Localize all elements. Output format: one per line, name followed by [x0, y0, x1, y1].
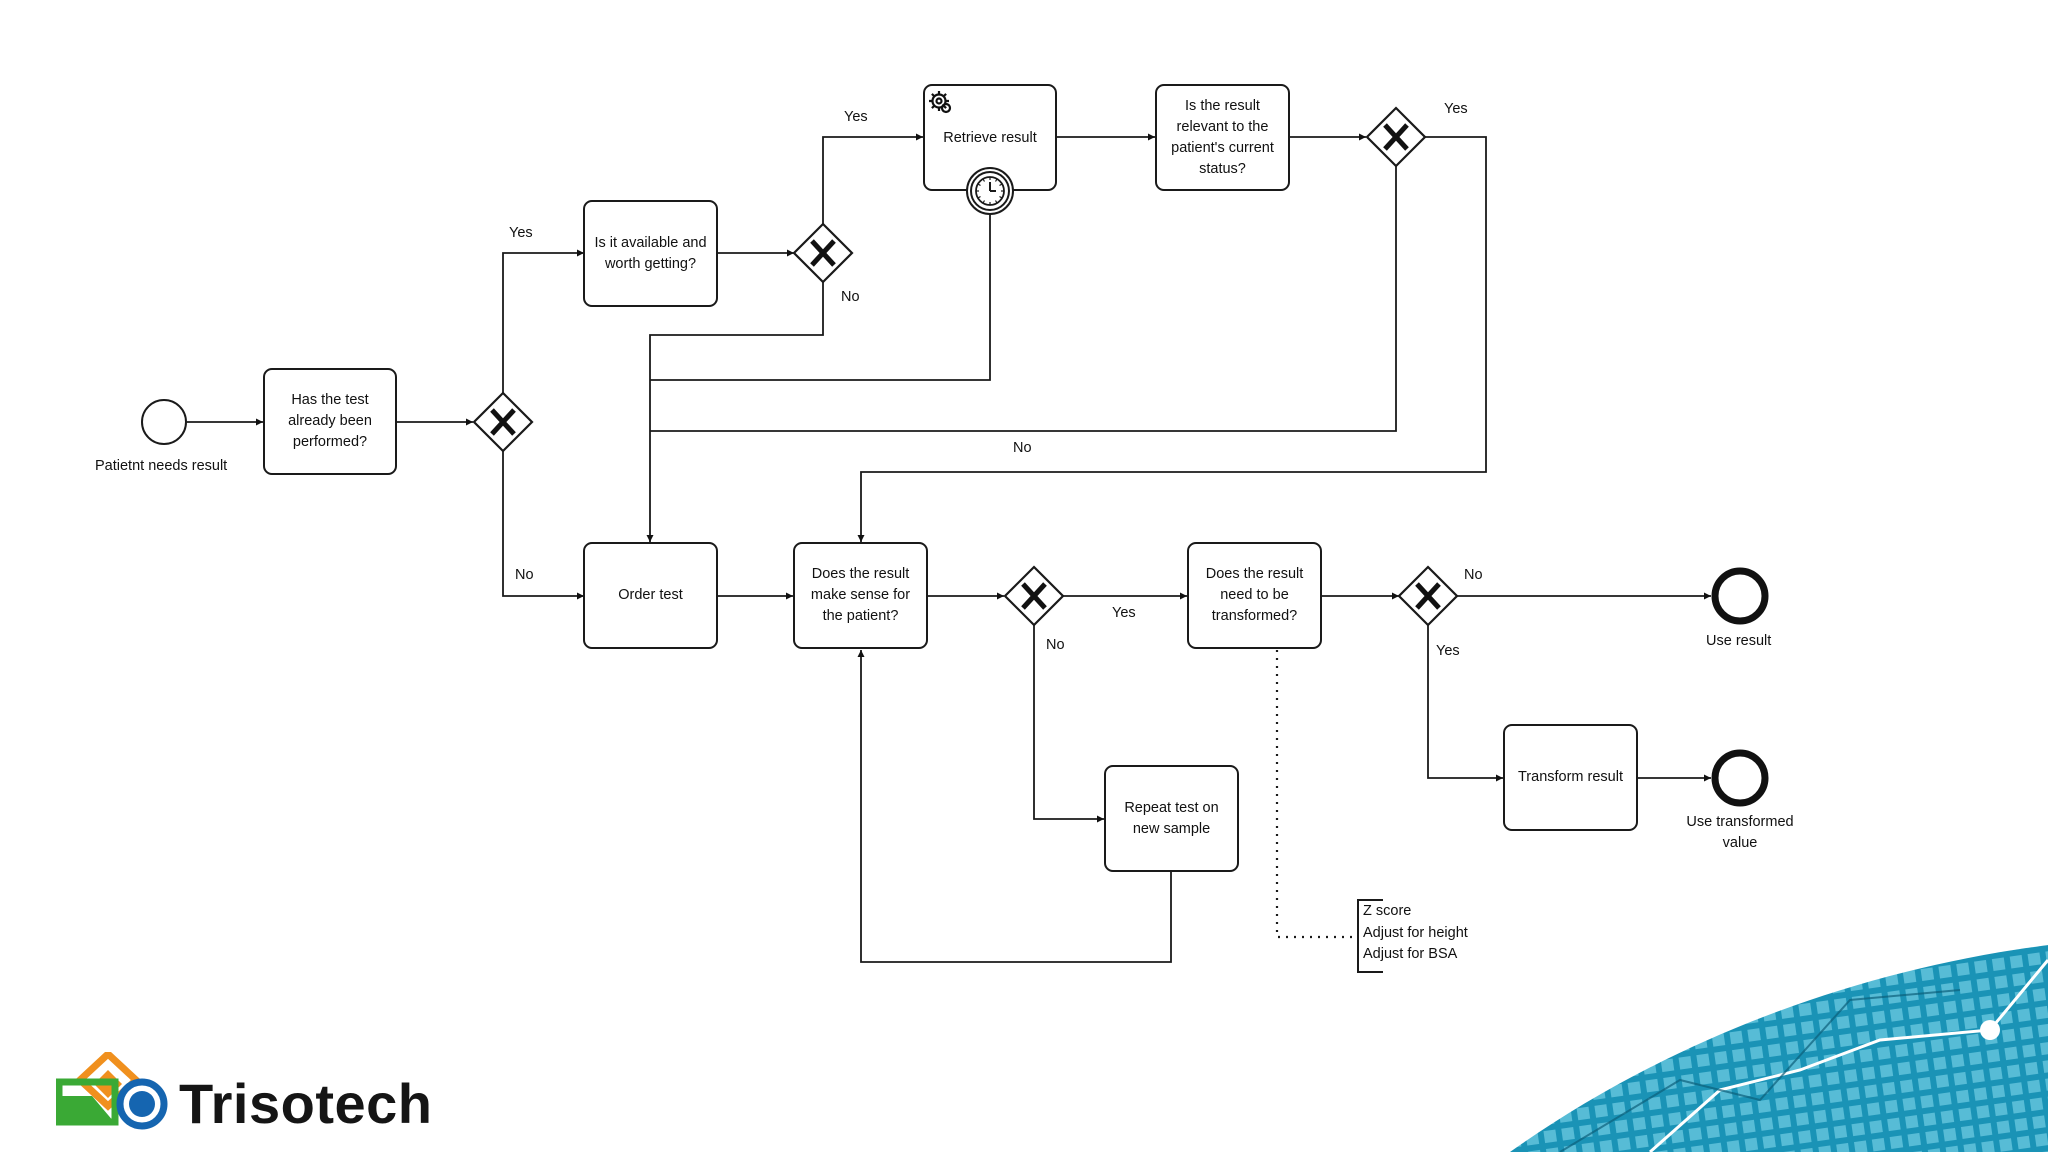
task-order[interactable]: Order test	[583, 542, 718, 649]
end-event-use-result[interactable]	[1711, 567, 1769, 625]
label-no-transform: No	[1464, 567, 1483, 583]
task-relevant[interactable]: Is the result relevant to the patient's …	[1155, 84, 1290, 191]
flow-gw2-yes	[822, 133, 923, 225]
annotation-association	[1275, 650, 1355, 939]
label-yes-relevant: Yes	[1444, 101, 1468, 117]
label-no-sense: No	[1046, 637, 1065, 653]
text-annotation: Z score Adjust for height Adjust for BSA	[1363, 901, 1468, 966]
flow-gw2-no	[646, 281, 824, 542]
label-no-relevant: No	[1013, 440, 1032, 456]
end-event-use-transformed[interactable]	[1711, 749, 1769, 807]
flow-repeat-loop	[857, 650, 1172, 963]
task-repeat[interactable]: Repeat test on new sample	[1104, 765, 1239, 872]
label-yes-retrieve: Yes	[844, 109, 868, 125]
task-has-test[interactable]: Has the test already been performed?	[263, 368, 397, 475]
task-available[interactable]: Is it available and worth getting?	[583, 200, 718, 307]
label-no-order: No	[515, 567, 534, 583]
timer-icon[interactable]	[965, 166, 1015, 216]
label-yes-sense: Yes	[1112, 605, 1136, 621]
gateway-has-test[interactable]	[472, 391, 534, 453]
annotation-line: Z score	[1363, 903, 1412, 919]
gateway-relevant[interactable]	[1365, 106, 1427, 168]
label-yes-transform: Yes	[1436, 643, 1460, 659]
task-sense[interactable]: Does the result make sense for the patie…	[793, 542, 928, 649]
label-yes-available: Yes	[509, 225, 533, 241]
flow-gw5-yes	[1427, 624, 1503, 782]
flow-gw4-no	[1033, 624, 1104, 823]
corner-node	[1980, 1020, 2000, 1040]
label-no-available: No	[841, 289, 860, 305]
gear-icon	[929, 91, 952, 114]
gateway-sense[interactable]	[1003, 565, 1065, 627]
start-event-label: Patietnt needs result	[95, 458, 228, 474]
flow-gw3-no	[650, 165, 1397, 432]
flow-gw1-yes	[502, 249, 584, 394]
annotation-line: Adjust for BSA	[1363, 946, 1458, 962]
start-event[interactable]	[141, 399, 187, 445]
annotation-bracket	[1357, 899, 1383, 973]
flow-gw3-yes	[857, 136, 1487, 542]
end-event-transformed-label: Use transformed value	[1686, 814, 1794, 851]
flow-timer	[650, 213, 991, 381]
end-event-use-result-label: Use result	[1706, 633, 1772, 649]
gateway-available[interactable]	[792, 222, 854, 284]
gateway-transform[interactable]	[1397, 565, 1459, 627]
task-transform-question[interactable]: Does the result need to be transformed?	[1187, 542, 1322, 649]
annotation-line: Adjust for height	[1363, 924, 1468, 941]
trisotech-logo-icon	[56, 1052, 168, 1130]
flow-gw1-no	[502, 450, 584, 600]
task-transform[interactable]: Transform result	[1503, 724, 1638, 831]
trisotech-logo-text: Trisotech	[179, 1072, 433, 1135]
